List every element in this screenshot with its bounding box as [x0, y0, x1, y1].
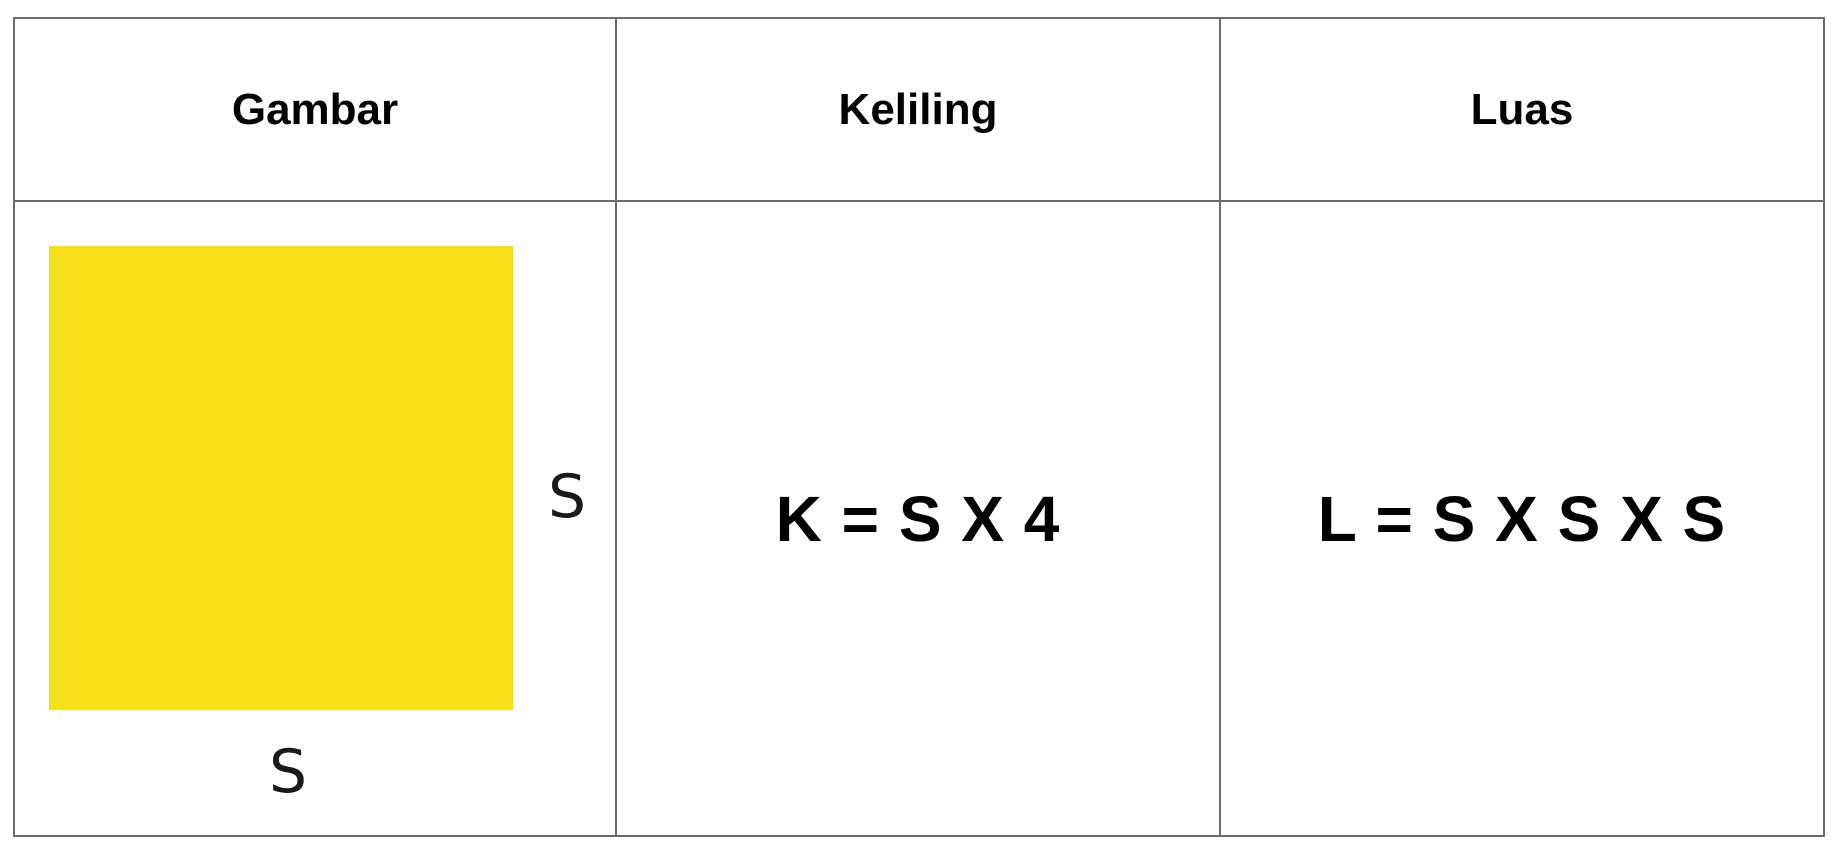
- square-figure: [49, 246, 513, 710]
- header-gambar: Gambar: [13, 17, 617, 202]
- header-row: Gambar Keliling Luas: [13, 17, 1825, 202]
- square-shape: [49, 246, 513, 710]
- luas-cell: L = S X S X S: [1219, 200, 1825, 837]
- side-label-bottom: S: [269, 737, 308, 807]
- keliling-cell: K = S X 4: [615, 200, 1221, 837]
- keliling-formula: K = S X 4: [775, 482, 1061, 555]
- side-label-right: S: [548, 462, 587, 532]
- header-luas: Luas: [1219, 17, 1825, 202]
- figure-cell: S S: [13, 200, 617, 837]
- body-row: S S K = S X 4 L = S X S X S: [13, 200, 1825, 837]
- luas-formula: L = S X S X S: [1317, 482, 1727, 555]
- header-keliling: Keliling: [615, 17, 1221, 202]
- formula-table: Gambar Keliling Luas S S K = S X 4 L = S…: [13, 17, 1825, 837]
